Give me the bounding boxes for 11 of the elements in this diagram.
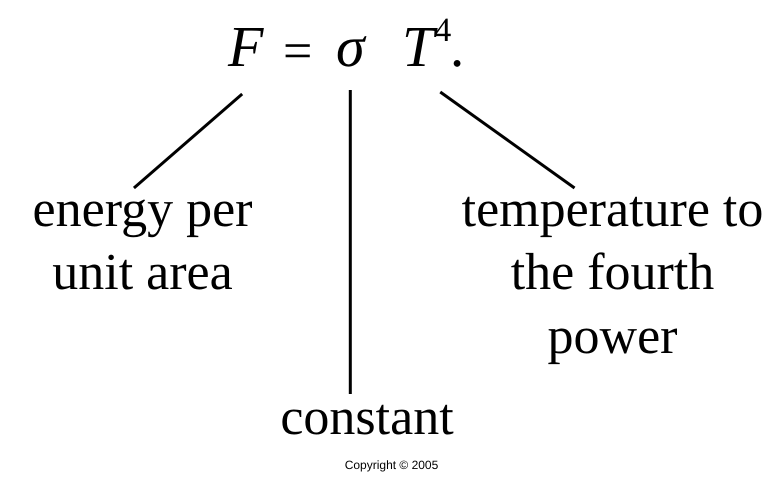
leader-line bbox=[348, 90, 352, 394]
copyright-notice: Copyright © 2005 bbox=[344, 458, 440, 472]
equals-sign: = bbox=[283, 26, 312, 78]
equation-symbol: F bbox=[228, 18, 264, 76]
annotation-text: energy per unit area bbox=[0, 178, 285, 305]
annotation-text: temperature to the fourth power bbox=[440, 178, 783, 368]
leader-line bbox=[439, 90, 576, 190]
leader-line bbox=[132, 92, 244, 190]
annotation-text: constant bbox=[237, 386, 497, 450]
equation-symbol: T$^{4}$. bbox=[402, 18, 466, 76]
equation-symbol: σ bbox=[336, 18, 365, 76]
